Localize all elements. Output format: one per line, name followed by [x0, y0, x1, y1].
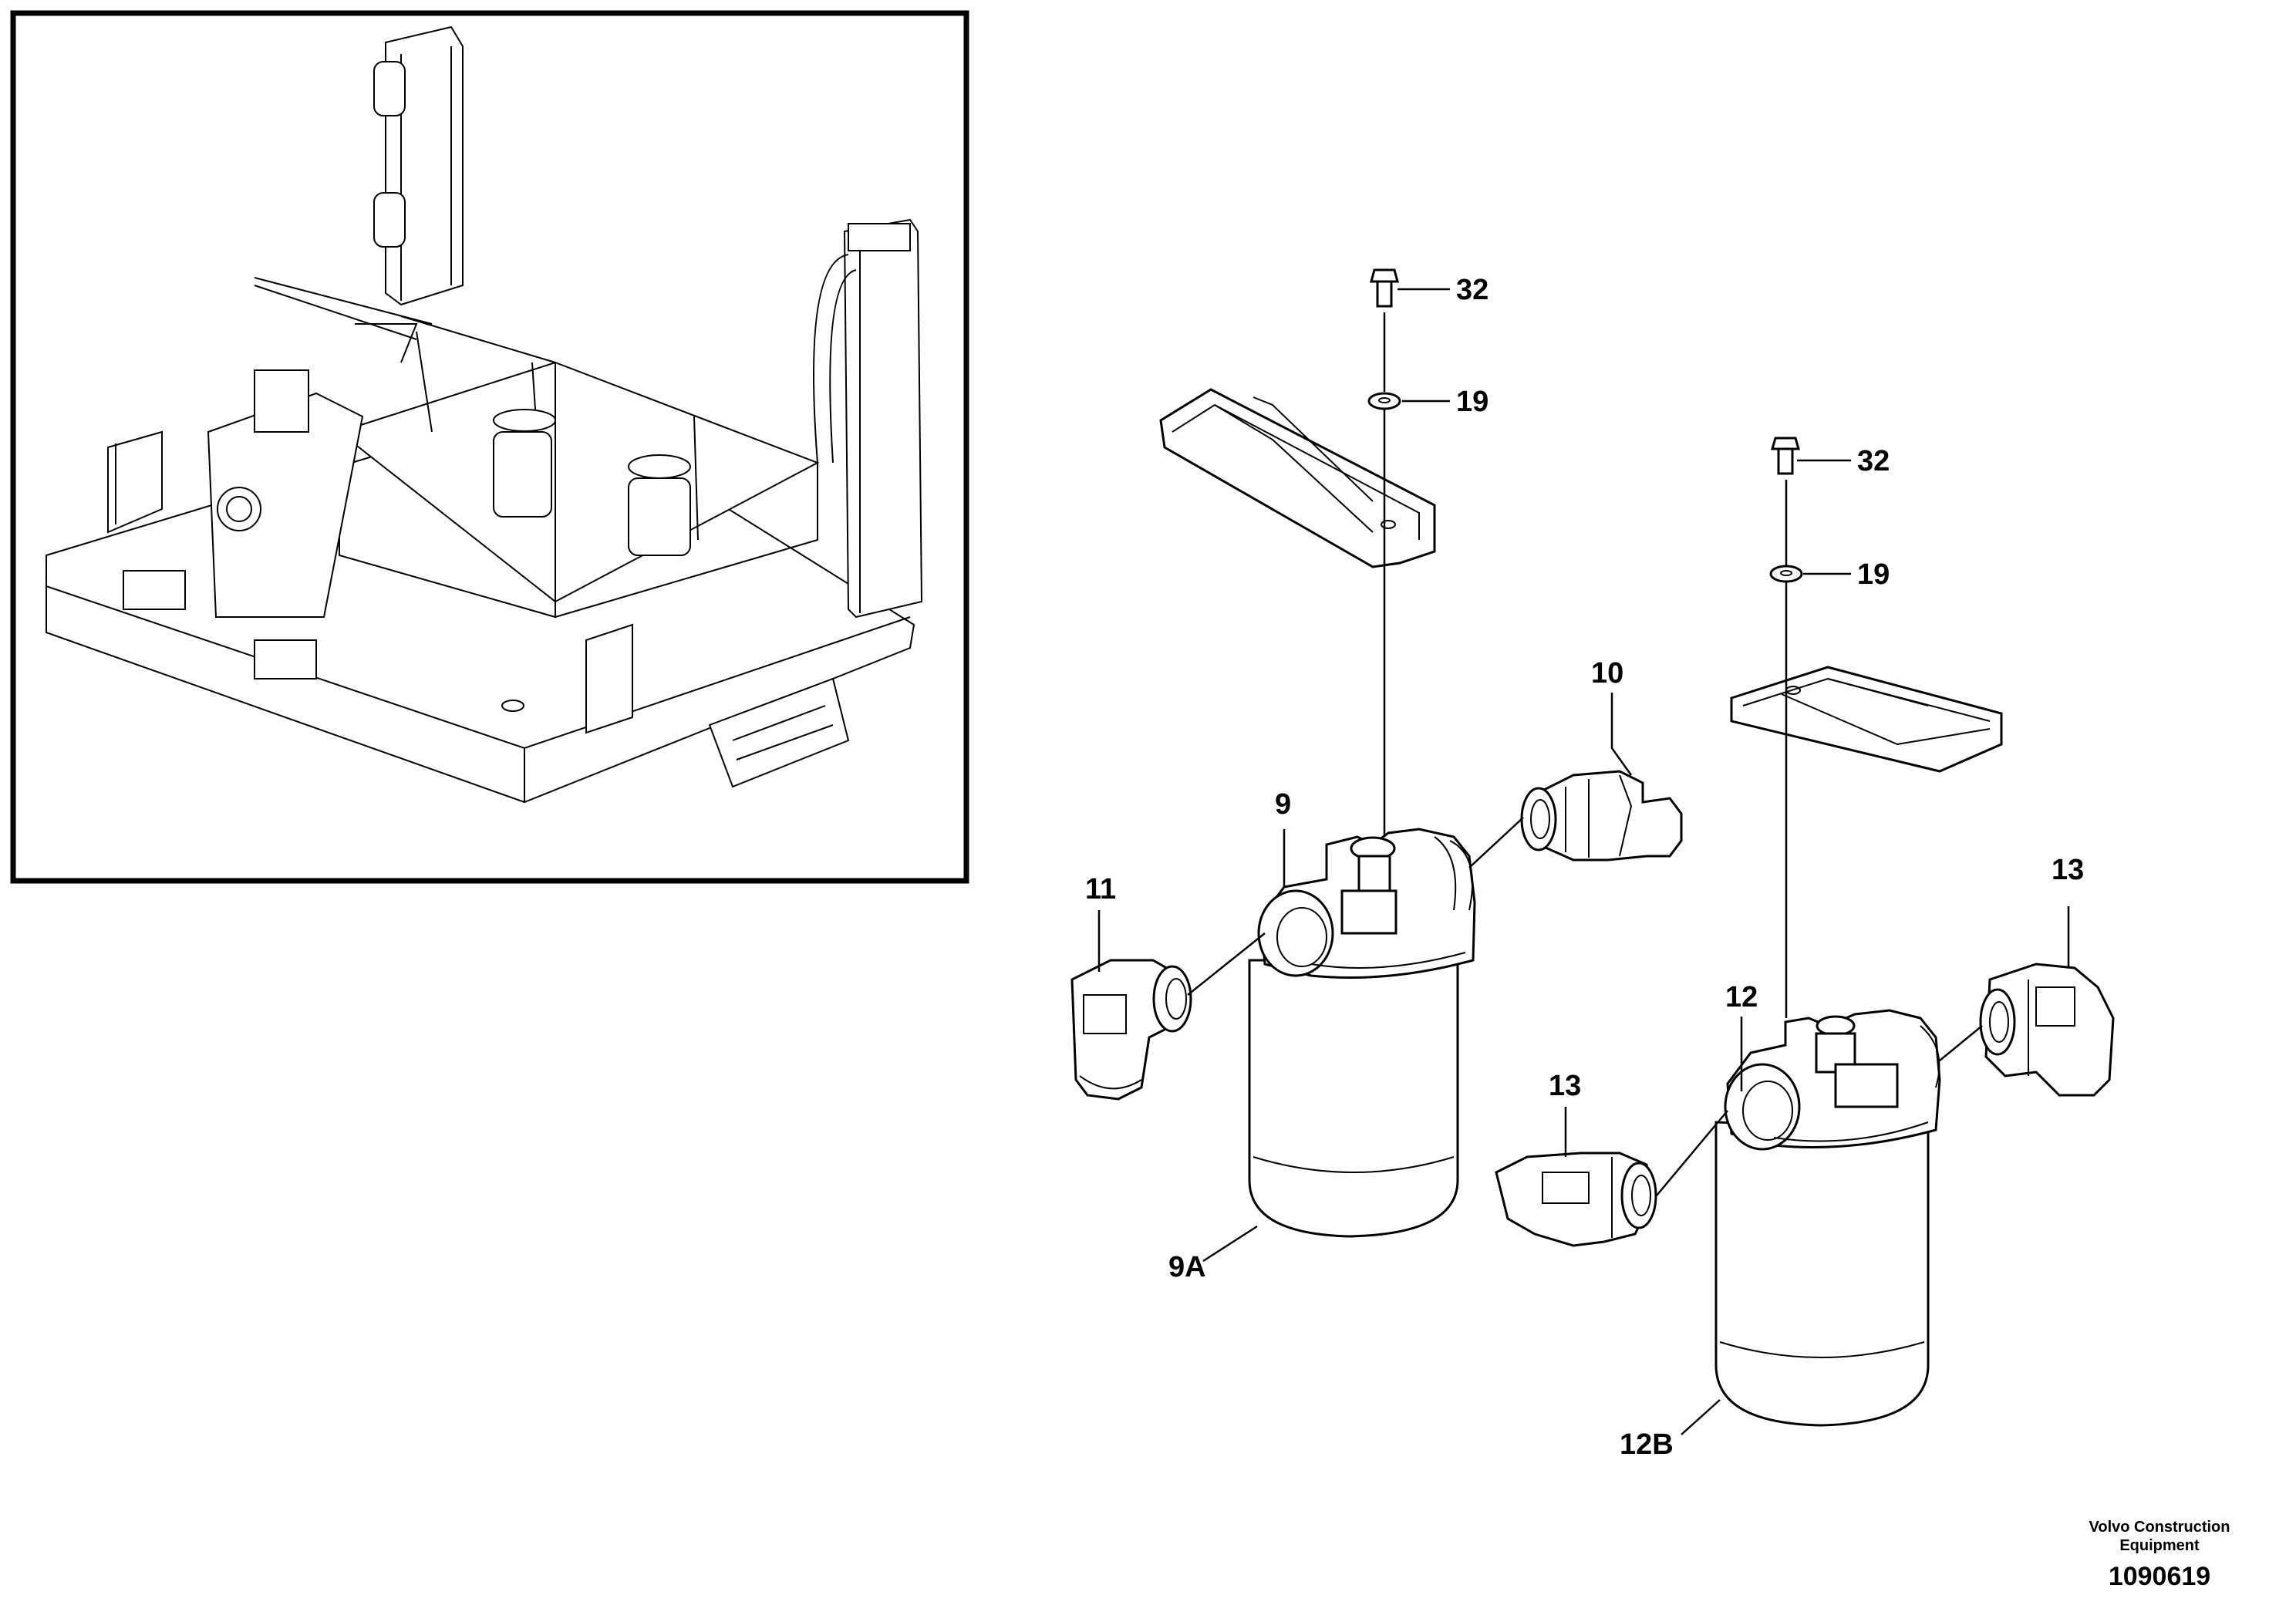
- callout-10: 10: [1591, 657, 1623, 690]
- bolt-32-right: [1771, 437, 1800, 475]
- leader-lines: [1097, 288, 2070, 1435]
- callout-19-right: 19: [1857, 558, 1890, 591]
- overview-inset: [10, 10, 969, 884]
- callout-12b: 12B: [1620, 1428, 1674, 1461]
- bolt-32-top: [1370, 268, 1399, 308]
- washer-19-top: [1367, 392, 1401, 410]
- fitting-13-right: [1979, 963, 2115, 1097]
- callout-9a: 9A: [1168, 1251, 1206, 1283]
- callout-11: 11: [1085, 873, 1116, 905]
- company-name: Volvo Construction Equipment: [2082, 1518, 2237, 1555]
- bracket-top: [1159, 388, 1436, 568]
- callout-19-top: 19: [1456, 386, 1489, 418]
- filter-12: [1714, 1009, 1941, 1427]
- fitting-11: [1070, 959, 1192, 1101]
- callout-13-middle: 13: [1549, 1070, 1581, 1102]
- washer-19-right: [1769, 565, 1803, 583]
- filter-9: [1248, 828, 1476, 1238]
- company-line-2: Equipment: [2119, 1537, 2200, 1554]
- callout-13-right: 13: [2052, 854, 2084, 886]
- drawing-number: 1090619: [2108, 1562, 2211, 1591]
- callout-9: 9: [1275, 788, 1291, 821]
- fitting-13-middle: [1495, 1152, 1657, 1247]
- fitting-10: [1520, 770, 1683, 862]
- company-line-1: Volvo Construction: [2089, 1519, 2230, 1536]
- callout-32-top: 32: [1456, 274, 1489, 306]
- callout-12: 12: [1725, 981, 1758, 1013]
- callout-32-right: 32: [1857, 445, 1890, 477]
- bracket-right: [1730, 666, 2003, 773]
